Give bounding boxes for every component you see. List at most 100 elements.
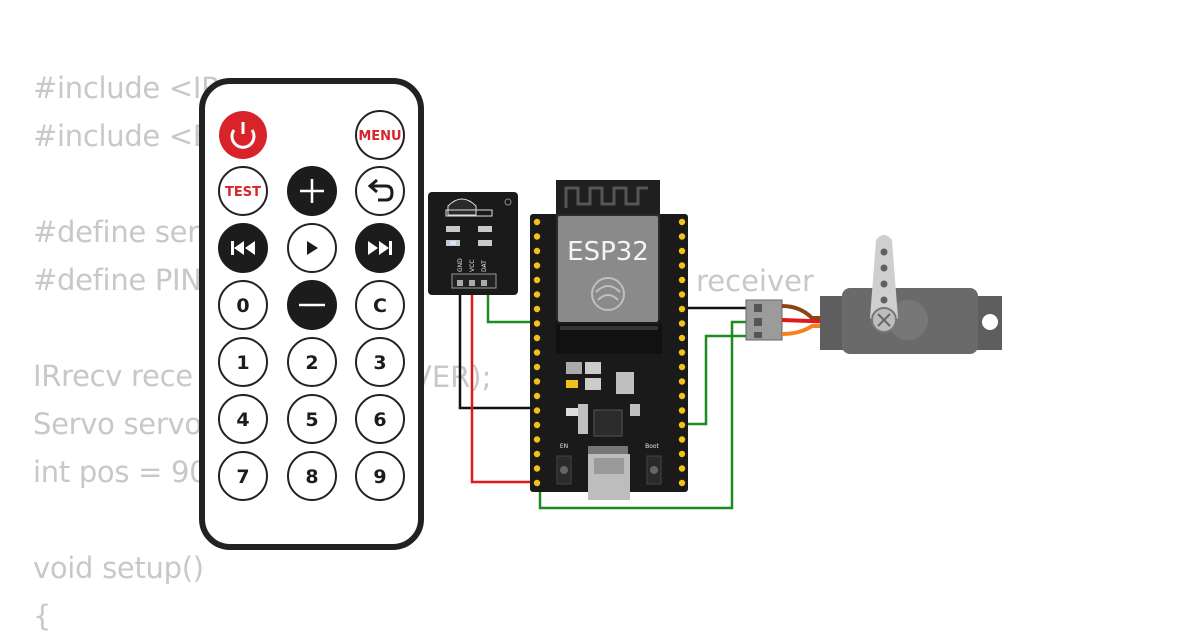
key-6-button[interactable]: 6 <box>355 394 405 444</box>
play-button[interactable] <box>287 223 337 273</box>
key-label: 4 <box>236 409 249 431</box>
key-label: 3 <box>373 352 386 374</box>
wire-servo-signal[interactable] <box>682 334 755 426</box>
key-7-button[interactable]: 7 <box>218 451 268 501</box>
header-pin[interactable] <box>678 436 686 443</box>
en-label: EN <box>560 443 568 450</box>
key-5-button[interactable]: 5 <box>287 394 337 444</box>
wire-ir-gnd[interactable] <box>458 288 540 410</box>
boot-label: Boot <box>645 443 659 450</box>
key-4-button[interactable]: 4 <box>218 394 268 444</box>
code-line: { <box>33 599 52 633</box>
menu-button[interactable]: MENU <box>355 110 405 160</box>
header-pin[interactable] <box>533 378 541 385</box>
header-pin[interactable] <box>678 334 686 342</box>
code-line: IRrecv rece <box>33 359 193 393</box>
header-pin[interactable] <box>678 465 686 472</box>
key-3-button[interactable]: 3 <box>355 337 405 387</box>
key-0-button[interactable]: 0 <box>218 280 268 330</box>
play-icon <box>307 241 318 255</box>
header-pin[interactable] <box>678 421 686 429</box>
header-pin[interactable] <box>533 320 541 327</box>
header-pin[interactable] <box>678 291 686 298</box>
header-pin[interactable] <box>678 479 686 487</box>
header-pin[interactable] <box>533 291 541 298</box>
header-pin[interactable] <box>678 320 686 327</box>
header-pin[interactable] <box>678 247 686 255</box>
antenna-trace <box>564 186 648 208</box>
header-pin[interactable] <box>533 479 541 487</box>
header-pin[interactable] <box>533 334 541 342</box>
plus-button[interactable] <box>287 166 337 216</box>
back-button[interactable] <box>355 166 405 216</box>
signal-icon <box>504 198 512 206</box>
header-pin[interactable] <box>533 465 541 472</box>
ir-receiver-module[interactable]: GND VCC DAT <box>428 192 518 295</box>
header-pin[interactable] <box>678 363 686 371</box>
header-pin[interactable] <box>678 378 686 385</box>
key-label: 5 <box>305 409 318 431</box>
key-label: 0 <box>236 295 249 317</box>
code-fragment: VER); <box>412 360 491 394</box>
test-label: TEST <box>225 185 261 200</box>
back-arrow-icon <box>372 184 394 202</box>
en-button[interactable] <box>560 466 568 474</box>
pin-header-right <box>678 218 686 487</box>
key-9-button[interactable]: 9 <box>355 451 405 501</box>
wire-ir-vcc[interactable] <box>470 288 540 484</box>
key-1-button[interactable]: 1 <box>218 337 268 387</box>
header-pin[interactable] <box>678 349 686 356</box>
code-line: void setup() <box>33 551 204 585</box>
header-pin[interactable] <box>678 233 686 240</box>
header-pin[interactable] <box>533 276 541 284</box>
menu-label: MENU <box>358 129 401 144</box>
previous-button[interactable] <box>218 223 268 273</box>
header-pin[interactable] <box>678 218 686 226</box>
usb-chip <box>593 409 623 437</box>
header-pin[interactable] <box>533 450 541 458</box>
header-pin[interactable] <box>533 262 541 269</box>
code-line: Servo servo <box>33 407 202 441</box>
header-pin[interactable] <box>678 392 686 400</box>
wire-servo-vcc[interactable] <box>538 320 755 510</box>
header-pin[interactable] <box>533 407 541 414</box>
plus-icon <box>300 179 324 203</box>
boot-button[interactable] <box>650 466 658 474</box>
esp32-board[interactable]: ESP32 EN Boot <box>530 180 688 500</box>
minus-button[interactable] <box>287 280 337 330</box>
key-2-button[interactable]: 2 <box>287 337 337 387</box>
header-pin[interactable] <box>533 392 541 400</box>
header-pin[interactable] <box>678 407 686 414</box>
key-8-button[interactable]: 8 <box>287 451 337 501</box>
pin-label: DAT <box>481 260 488 272</box>
code-fragment: receiver <box>696 264 814 298</box>
header-pin[interactable] <box>533 349 541 356</box>
esp32-label: ESP32 <box>567 237 649 267</box>
header-pin[interactable] <box>533 218 541 226</box>
pin-label: VCC <box>469 260 476 272</box>
header-pin[interactable] <box>533 247 541 255</box>
header-pin[interactable] <box>533 363 541 371</box>
ir-remote[interactable]: MENU TEST <box>199 78 424 550</box>
servo-motor[interactable] <box>745 235 1002 354</box>
key-label: C <box>373 295 387 317</box>
key-label: 8 <box>305 466 318 488</box>
header-pin[interactable] <box>678 276 686 284</box>
next-button[interactable] <box>355 223 405 273</box>
skip-forward-icon <box>368 241 392 255</box>
header-pin[interactable] <box>533 305 541 313</box>
pin-label: GND <box>457 258 464 272</box>
key-label: 2 <box>305 352 318 374</box>
key-label: 1 <box>236 352 249 374</box>
header-pin[interactable] <box>678 305 686 313</box>
header-pin[interactable] <box>533 436 541 443</box>
header-pin[interactable] <box>678 450 686 458</box>
header-pin[interactable] <box>533 233 541 240</box>
header-pin[interactable] <box>533 421 541 429</box>
power-button[interactable] <box>219 111 267 159</box>
key-c-button[interactable]: C <box>355 280 405 330</box>
header-pin[interactable] <box>678 262 686 269</box>
test-button[interactable]: TEST <box>218 166 268 216</box>
code-line: #define ser <box>33 215 199 249</box>
